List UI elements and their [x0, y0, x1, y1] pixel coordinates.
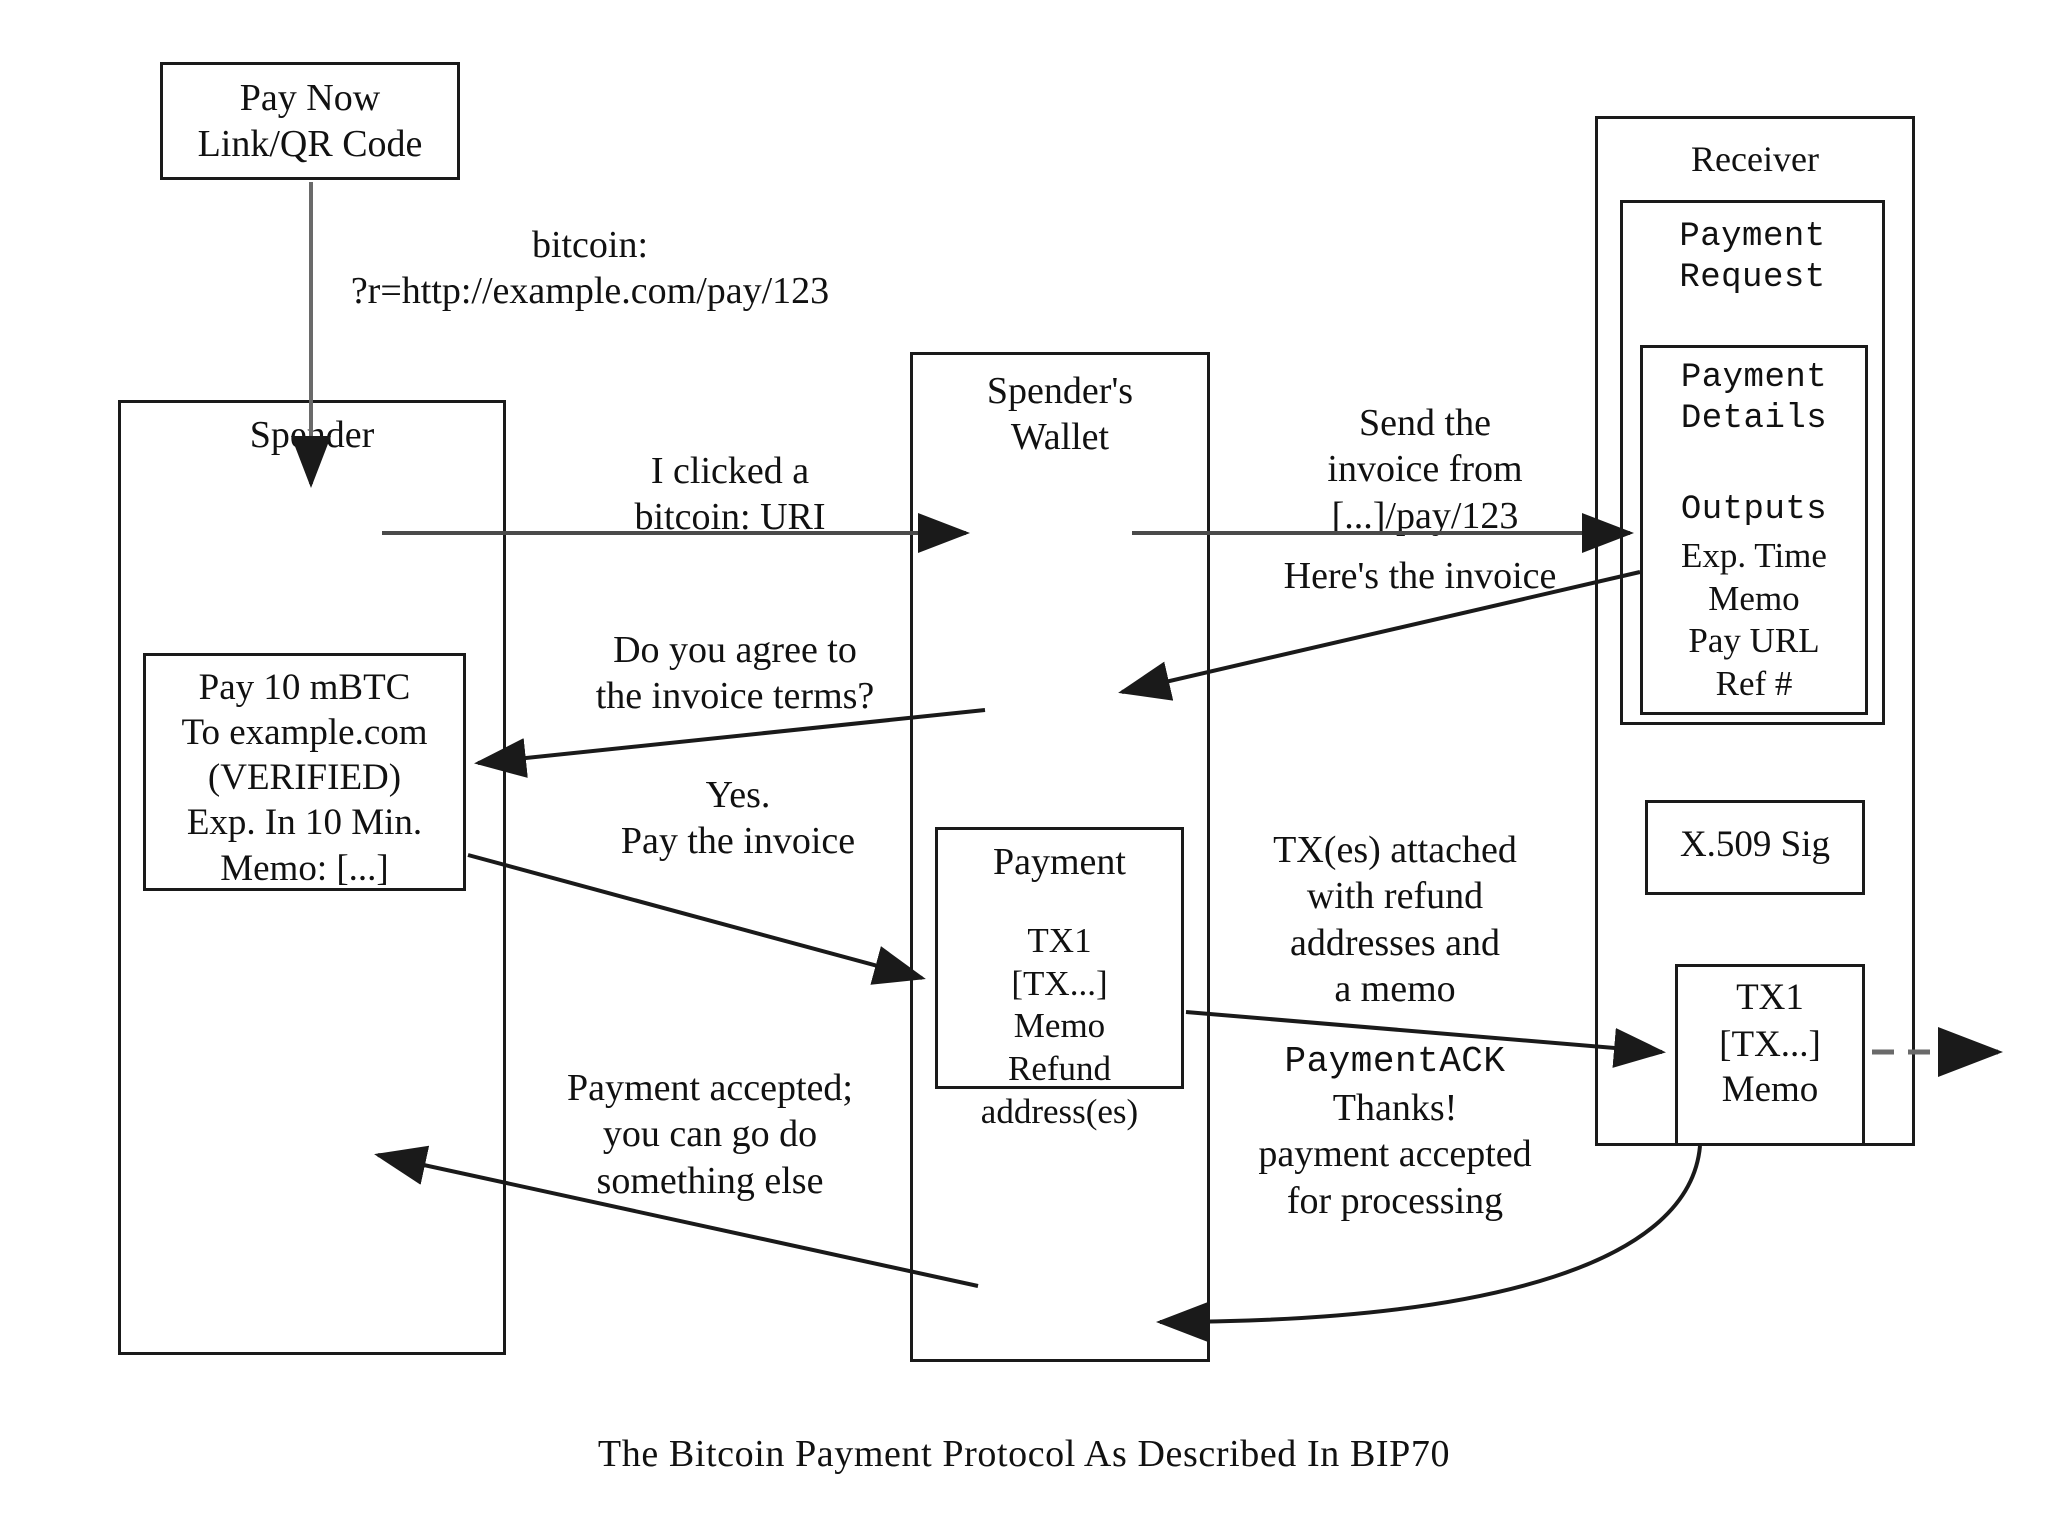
tx1-receiver-body: [TX...] Memo [1719, 1024, 1821, 1111]
pay-now-box [160, 62, 460, 180]
bitcoin-uri-label: bitcoin: ?r=http://example.com/pay/123 [350, 224, 830, 313]
payment-request-box [1620, 200, 1885, 725]
payment-accepted-label: Payment accepted; you can go do somethin… [567, 1067, 853, 1202]
payment-title: Payment [993, 841, 1126, 883]
payment-ack-head: PaymentACK [1284, 1041, 1506, 1082]
x509-sig-label: X.509 Sig [1679, 824, 1831, 865]
payment-ack-body: Thanks! payment accepted for processing [1258, 1087, 1532, 1222]
payment-body: TX1 [TX...] Memo Refund address(es) [980, 921, 1139, 1131]
arrow-invoice-to-payment [467, 853, 926, 985]
heres-invoice-label: Here's the invoice [1283, 555, 1557, 597]
invoice-text: Pay 10 mBTC To example.com (VERIFIED) Ex… [181, 667, 428, 889]
clicked-uri-label: I clicked a bitcoin: URI [634, 450, 826, 539]
yes-pay-label: Yes. Pay the invoice [620, 774, 856, 863]
send-invoice-label: Send the invoice from [...]/pay/123 [1327, 402, 1523, 537]
tx-attached-label: TX(es) attached with refund addresses an… [1273, 829, 1517, 1011]
pay-now-label: Pay Now Link/QR Code [197, 77, 423, 166]
tx1-receiver-head: TX1 [1736, 977, 1804, 1018]
invoice-box [143, 653, 466, 891]
payment-box [935, 827, 1184, 1089]
payment-details-fields: Exp. Time Memo Pay URL Ref # [1681, 536, 1827, 704]
receiver-title: Receiver [1691, 139, 1819, 179]
payment-details-outputs: Outputs [1680, 491, 1828, 529]
diagram-caption: The Bitcoin Payment Protocol As Describe… [597, 1433, 1451, 1475]
spenders-wallet-title: Spender's Wallet [986, 370, 1134, 459]
agree-terms-label: Do you agree to the invoice terms? [595, 629, 875, 718]
spender-title: Spender [249, 414, 375, 456]
tx1-receiver-box [1675, 964, 1865, 1146]
x509-sig-box [1645, 800, 1865, 895]
payment-request-label: Payment Request [1679, 218, 1826, 298]
payment-details-box [1640, 345, 1868, 715]
payment-details-label: Payment Details [1680, 359, 1828, 439]
